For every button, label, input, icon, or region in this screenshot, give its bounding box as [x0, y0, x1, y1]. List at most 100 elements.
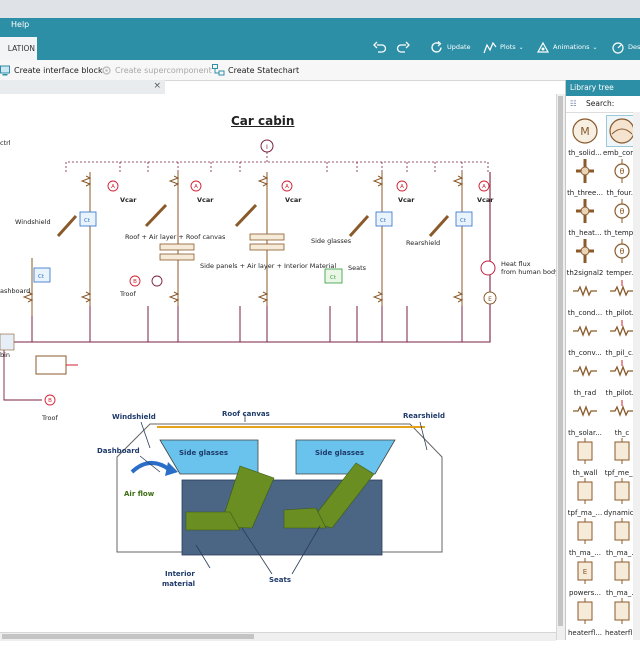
library-item-label: th_ma_... [606, 589, 638, 597]
supercomponent-icon [102, 65, 111, 75]
a-port-label: A [111, 184, 115, 190]
plots-icon [483, 41, 497, 53]
scroll-thumb[interactable] [2, 634, 254, 639]
library-item[interactable]: th_conv... [566, 314, 603, 369]
create-interface-block-button[interactable]: Create interface block [0, 63, 103, 77]
tab-simulation[interactable]: LATION [0, 37, 37, 60]
library-item[interactable]: emb_cond... [603, 114, 640, 169]
library-item[interactable]: tpf_ma_... [566, 474, 603, 529]
control-bus [65, 161, 489, 172]
library-item-label: tpf_me_... [604, 469, 640, 477]
library-item-label: th_temp... [604, 229, 640, 237]
library-item-label: th_pil_c... [605, 349, 639, 357]
library-item[interactable]: th_heat... [566, 194, 603, 249]
power-source-icon: E [570, 556, 600, 586]
from-human-label: from human body [501, 268, 560, 276]
ct-port-label: Ct [38, 274, 45, 280]
ribbon: LATION Update Plots ⌄ Animations ⌄ Des [0, 34, 640, 60]
library-item[interactable]: tpf_me_... [603, 434, 640, 489]
design-label: Des [628, 43, 640, 51]
library-item-label: tpf_ma_... [567, 509, 603, 517]
canvas-vertical-scrollbar[interactable] [556, 94, 565, 640]
document-tab[interactable]: × [0, 80, 165, 95]
thermal-to-signal-icon [570, 236, 600, 266]
multilayer-walls [159, 233, 285, 261]
library-item[interactable]: θ th_temp... [603, 194, 640, 249]
b-port-label: B [48, 398, 52, 404]
library-scrollbar[interactable] [633, 112, 640, 640]
library-item[interactable]: th_c [603, 394, 640, 449]
close-tab-icon[interactable]: × [153, 81, 161, 91]
library-item[interactable]: heaterfl... [566, 594, 603, 649]
menu-bar: Help [0, 18, 640, 34]
piloted-conduction-icon [607, 276, 637, 306]
canvas-horizontal-scrollbar[interactable] [0, 632, 556, 641]
redo-icon [396, 41, 410, 53]
vcar-sensors [107, 180, 490, 192]
sketch-title: Car cabin [231, 114, 295, 128]
library-item[interactable]: th_wall [566, 434, 603, 489]
tpf-ma-icon [570, 476, 600, 506]
library-item[interactable]: th_pil_c... [603, 314, 640, 369]
library-item[interactable]: th_rad [566, 354, 603, 409]
solar-elements [56, 203, 450, 238]
search-label: Search: [586, 99, 615, 108]
library-item[interactable]: th_ma_... [566, 514, 603, 569]
update-button[interactable]: Update [430, 40, 471, 54]
temperature-sensor-icon: θ [607, 236, 637, 266]
library-item[interactable]: th_cond... [566, 274, 603, 329]
temperature-source-icon: θ [607, 196, 637, 226]
dynamic-icon [607, 476, 637, 506]
thermal-mass-3-icon [607, 556, 637, 586]
redo-button[interactable] [396, 40, 410, 54]
library-item-label: th_conv... [568, 349, 602, 357]
thermal-mass-icon [570, 516, 600, 546]
gauge-icon [612, 41, 624, 54]
animations-icon [536, 41, 550, 53]
a-port-label: A [194, 184, 198, 190]
undo-button[interactable] [373, 40, 387, 54]
library-item[interactable]: th_pilot... [603, 354, 640, 409]
library-item-label: powers... [569, 589, 601, 597]
library-item-label: emb_cond... [603, 149, 640, 157]
interior-label-2: material [162, 580, 196, 588]
library-item[interactable]: th_ma_... [603, 554, 640, 609]
conduction-icon [570, 276, 600, 306]
design-button[interactable]: Des [611, 40, 640, 54]
seats-diagram-label: Seats [269, 576, 292, 584]
library-item[interactable]: dynamic... [603, 474, 640, 529]
menu-help[interactable]: Help [11, 20, 30, 29]
sketch-canvas[interactable]: Ct Ct Ct Ct Ct A A A A A I B B E [0, 94, 560, 632]
library-search[interactable]: ☷ Search: [566, 96, 640, 113]
library-item[interactable]: th_pilot... [603, 274, 640, 329]
vcar-label: Vcar [120, 196, 137, 204]
dashboard-diagram-label: Dashboard [97, 447, 140, 455]
library-item-label: th_pilot... [605, 309, 639, 317]
thermal-mass-2-icon [607, 516, 637, 546]
library-item[interactable]: th_three... [566, 154, 603, 209]
library-item[interactable]: th2signal2 [566, 234, 603, 289]
heater-flow-2-icon [607, 596, 637, 626]
library-item[interactable]: heaterfl... [603, 594, 640, 649]
library-item[interactable]: th_ma_... [603, 514, 640, 569]
vcar-label: Vcar [197, 196, 214, 204]
create-supercomponent-button[interactable]: Create supercomponent [101, 63, 212, 77]
animations-button[interactable]: Animations ⌄ [536, 40, 598, 54]
create-statechart-button[interactable]: Create Statechart [212, 63, 299, 77]
roof-label: Roof + Air layer + Roof canvas [125, 233, 226, 241]
library-item[interactable]: th_solar... [566, 394, 603, 449]
dashboard-label: ashboard [0, 287, 31, 295]
side-panels-label: Side panels + Air layer + Interior Mater… [200, 262, 337, 270]
animations-label: Animations [553, 43, 590, 51]
refresh-icon [431, 40, 442, 53]
troof-label: Troof [120, 290, 136, 298]
plots-button[interactable]: Plots ⌄ [483, 40, 524, 54]
cabin-label: bin [0, 351, 11, 359]
ct-port-label: Ct [460, 218, 467, 224]
air-flow-label: Air flow [124, 490, 155, 498]
scroll-thumb[interactable] [558, 96, 563, 626]
